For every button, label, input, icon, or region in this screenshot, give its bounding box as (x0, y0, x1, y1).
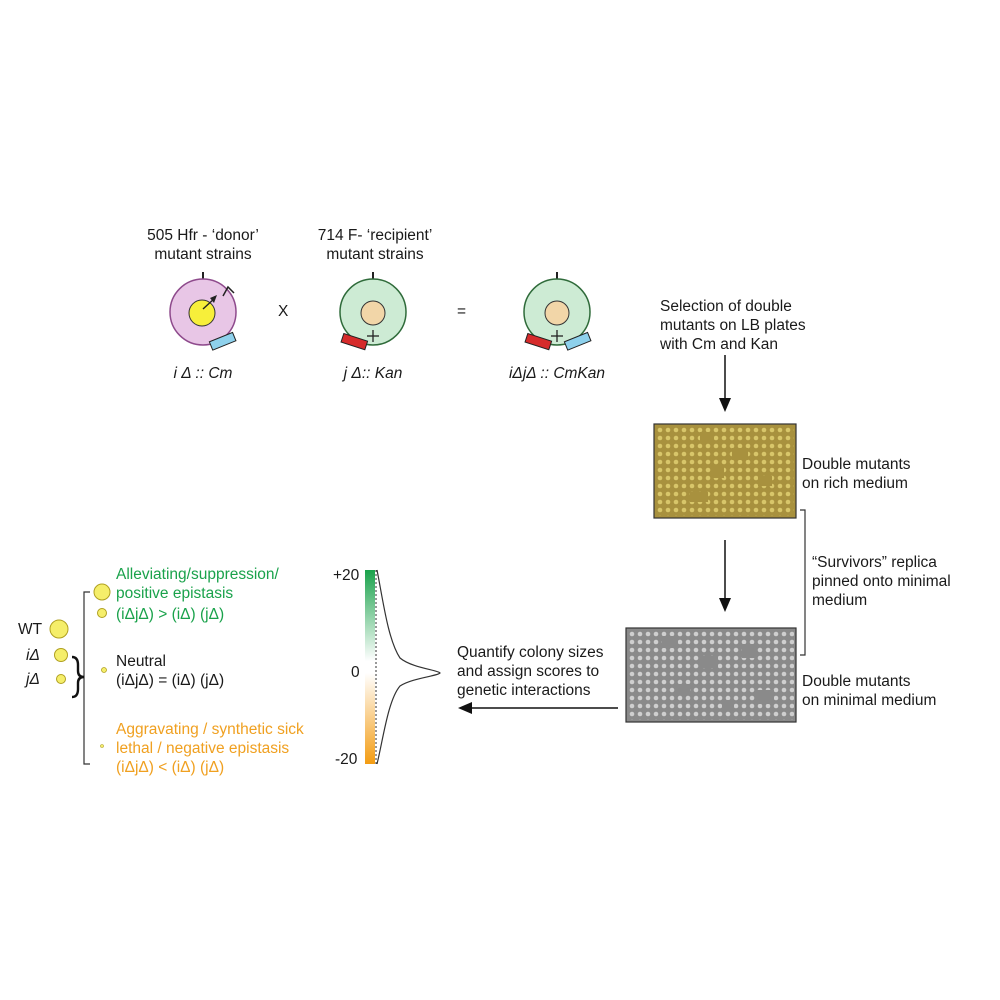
selection-line3: with Cm and Kan (660, 336, 779, 353)
colony-alleviating-large (93, 583, 111, 601)
cross-symbol: X (278, 303, 289, 320)
colony-i (54, 648, 68, 662)
score-distribution-curve (376, 569, 441, 765)
recipient-label: j Δ:: Kan (343, 365, 403, 382)
rich-medium-line1: Double mutants (802, 456, 911, 473)
quantify-line1: Quantify colony sizes (457, 644, 604, 661)
colony-wt (49, 619, 69, 639)
arrow-to-scoring (458, 702, 618, 714)
colony-j (56, 674, 66, 684)
survivors-line2: pinned onto minimal (812, 573, 951, 590)
aggravating-line2: lethal / negative epistasis (116, 740, 290, 757)
minimal-medium-plate (625, 627, 797, 723)
survivors-bracket (800, 509, 806, 656)
minimal-medium-line2: on minimal medium (802, 692, 937, 709)
recipient-cell (339, 272, 407, 351)
legend-bracket (83, 591, 90, 765)
quantify-line3: genetic interactions (457, 682, 591, 699)
arrow-to-rich-plate (719, 355, 731, 412)
legend-j-label: jΔ (26, 671, 40, 688)
aggravating-line3: (iΔjΔ) < (iΔ) (jΔ) (116, 759, 225, 776)
rich-medium-line2: on rich medium (802, 475, 908, 492)
alleviating-line1: Alleviating/suppression/ (116, 566, 279, 583)
colony-alleviating-small (97, 608, 107, 618)
legend-curly-brace (71, 655, 85, 699)
survivors-line1: “Survivors” replica (812, 554, 937, 571)
equals-symbol: = (457, 303, 467, 320)
neutral-line1: Neutral (116, 653, 166, 670)
recipient-title-line2: mutant strains (326, 246, 424, 263)
alleviating-line3: (iΔjΔ) > (iΔ) (jΔ) (116, 606, 225, 623)
score-scale-bar (365, 570, 377, 764)
legend-wt-label: WT (18, 621, 43, 638)
aggravating-line1: Aggravating / synthetic sick (116, 721, 304, 738)
colony-neutral (101, 667, 107, 673)
quantify-line2: and assign scores to (457, 663, 600, 680)
recipient-title-line1: 714 F- ‘recipient’ (317, 227, 433, 244)
scale-middle-label: 0 (351, 664, 360, 681)
alleviating-line2: positive epistasis (116, 585, 234, 602)
selection-line2: mutants on LB plates (660, 317, 806, 334)
minimal-medium-line1: Double mutants (802, 673, 911, 690)
double-mutant-label: iΔjΔ :: CmKan (508, 365, 606, 382)
colony-markers (49, 583, 111, 748)
selection-line1: Selection of double (660, 298, 792, 315)
legend-i-label: iΔ (26, 647, 40, 664)
donor-label: i Δ :: Cm (173, 365, 233, 382)
donor-title-line1: 505 Hfr - ‘donor’ (147, 227, 259, 244)
scale-top-label: +20 (333, 567, 360, 584)
double-mutant-cell (523, 272, 592, 351)
rich-medium-plate (653, 423, 797, 519)
donor-title-line2: mutant strains (154, 246, 252, 263)
colony-aggravating (100, 744, 104, 748)
donor-cell (169, 272, 237, 351)
arrow-to-minimal-plate (719, 540, 731, 612)
survivors-line3: medium (812, 592, 868, 609)
scale-bottom-label: -20 (335, 751, 358, 768)
neutral-line2: (iΔjΔ) = (iΔ) (jΔ) (116, 672, 225, 689)
